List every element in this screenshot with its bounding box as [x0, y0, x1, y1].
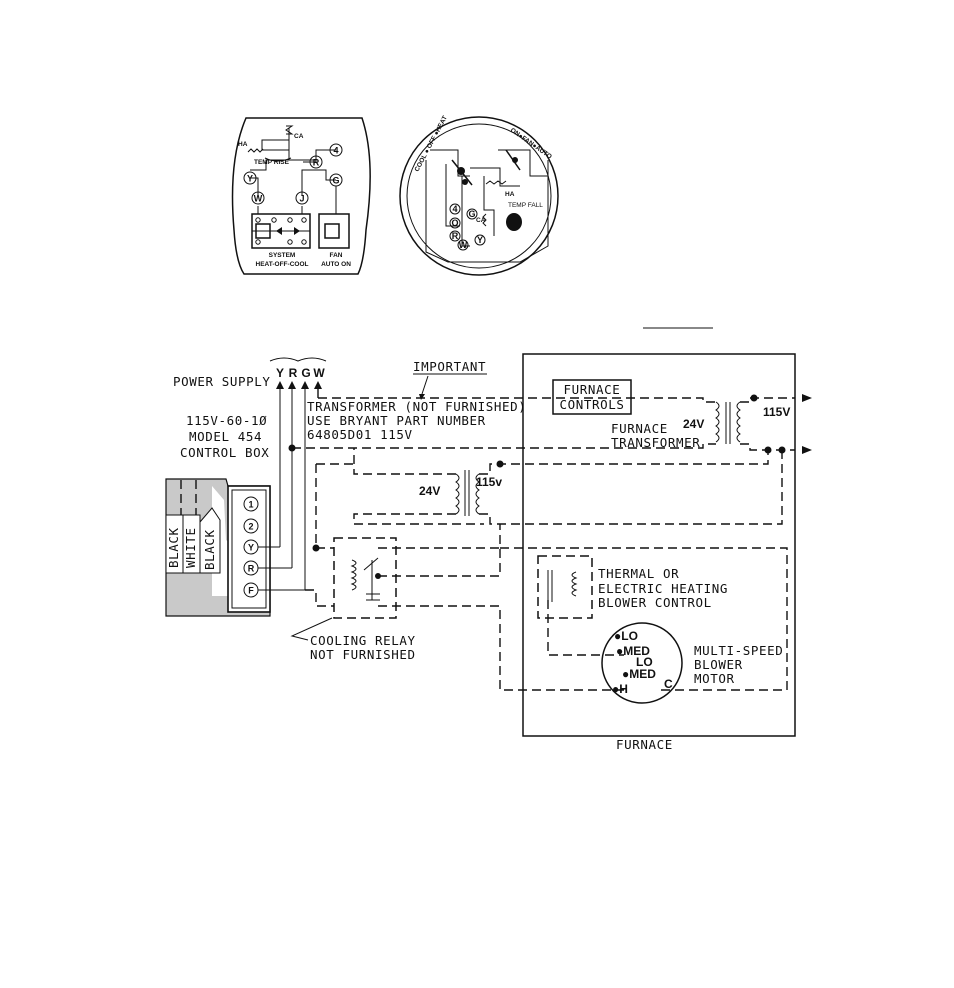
relay-transformer-24v: 24V [419, 484, 440, 498]
motor-speed-med-2: ●MED [622, 667, 656, 681]
wire-letters: Y R G W [276, 366, 325, 380]
thermostat-round: 4 O R G Y W COOL ● OFF ●HEAT ON●FAN●AUTO… [399, 115, 559, 276]
subbase-ha-label: HA [238, 141, 248, 148]
control-box-terminal-1: 1 [243, 496, 259, 512]
furnace-label: FURNACE [616, 737, 673, 752]
control-box-voltage: 115V-60-1Ø [186, 413, 267, 428]
motor-label-1: MULTI-SPEED [694, 643, 783, 658]
subbase-fan-modes: AUTO ON [321, 261, 351, 268]
wire-color-black-1: BLACK [166, 527, 181, 568]
cooling-relay-label-1: COOLING RELAY [310, 633, 416, 648]
cooling-relay-label-2: NOT FURNISHED [310, 647, 416, 662]
subbase-fan-label: FAN [330, 252, 343, 259]
control-box: BLACK WHITE BLACK 1 2 Y R F [165, 478, 271, 617]
motor-speed-med: ●MED [616, 644, 650, 658]
wire-bracket [269, 357, 327, 362]
transformer-note-2: USE BRYANT PART NUMBER [307, 413, 486, 428]
svg-text:J: J [299, 194, 304, 204]
svg-text:G: G [301, 366, 310, 380]
control-box-model: MODEL 454 [189, 429, 262, 444]
svg-text:G: G [332, 176, 339, 186]
svg-text:Y: Y [477, 235, 483, 245]
round-fan-arc-label: ON●FAN●AUTO [509, 127, 553, 161]
furnace-transformer-label-1: FURNACE [611, 421, 668, 436]
heating-control-label-1: THERMAL OR [598, 566, 679, 581]
subbase-terminal-g: G [329, 173, 343, 187]
thermostat-subbase: 4 R Y W J G HA CA TEMP RISE SYSTEM HEAT-… [231, 117, 371, 275]
subbase-terminal-r: R [309, 155, 323, 169]
round-ca-label: CA [476, 217, 486, 224]
transformer-note-1: TRANSFORMER (NOT FURNISHED) [307, 399, 526, 414]
svg-text:4: 4 [333, 146, 338, 156]
svg-text:W: W [459, 240, 468, 250]
heating-control-label-2: ELECTRIC HEATING [598, 581, 728, 596]
svg-text:F: F [248, 586, 254, 596]
round-terminal-w: W [457, 239, 469, 251]
svg-text:R: R [289, 366, 298, 380]
control-box-title: CONTROL BOX [180, 445, 269, 460]
important-label: IMPORTANT [413, 359, 486, 374]
subbase-temp-rise-label: TEMP RISE [254, 159, 290, 166]
round-terminal-o: O [449, 217, 461, 229]
motor-speed-lo: ●LO [614, 629, 638, 643]
subbase-terminal-4: 4 [329, 143, 343, 157]
thermostat-wires [258, 381, 322, 591]
furnace-transformer-label-2: TRANSFORMER [611, 435, 700, 450]
furnace-transformer-24v: 24V [683, 417, 704, 431]
wire-color-white: WHITE [183, 527, 198, 568]
svg-text:4: 4 [452, 204, 457, 214]
svg-text:R: R [452, 231, 459, 241]
field-wiring: 24V 115v [288, 394, 812, 691]
svg-text:O: O [451, 218, 458, 228]
round-ha-label: HA [505, 191, 515, 198]
motor-speed-lo-2: LO [636, 655, 653, 669]
round-terminal-r: R [449, 230, 461, 242]
svg-text:Y: Y [247, 174, 253, 184]
subbase-terminal-w: W [251, 191, 265, 205]
svg-text:W: W [313, 366, 325, 380]
svg-text:Y: Y [248, 543, 254, 553]
subbase-terminal-y: Y [243, 171, 257, 185]
svg-text:FURNACE: FURNACE [564, 382, 621, 397]
motor-speed-h: ●H [612, 682, 628, 696]
furnace-controls-box: FURNACE CONTROLS [552, 379, 632, 415]
subbase-terminal-j: J [295, 191, 309, 205]
svg-text:R: R [313, 158, 320, 168]
blower-motor: ●LO ●MED LO ●MED ●H C MULTI-SPEED BLOWER… [601, 622, 783, 704]
furnace-transformer: 24V 115V FURNACE TRANSFORMER [611, 401, 790, 450]
round-terminal-y: Y [474, 234, 486, 246]
svg-text:R: R [248, 564, 255, 574]
transformer-note-3: 64805D01 115V [307, 427, 413, 442]
svg-text:G: G [468, 209, 475, 219]
wire-color-black-2: BLACK [202, 529, 217, 570]
round-terminal-g: G [466, 208, 478, 220]
power-supply-label: POWER SUPPLY [173, 374, 271, 389]
motor-label-2: BLOWER [694, 657, 743, 672]
subbase-ca-label: CA [294, 133, 304, 140]
svg-text:CONTROLS: CONTROLS [559, 397, 624, 412]
furnace-transformer-115v: 115V [763, 405, 790, 419]
svg-text:Y: Y [276, 366, 284, 380]
svg-text:1: 1 [248, 500, 253, 510]
relay-transformer-115v: 115v [476, 475, 502, 489]
control-box-terminal-2: 2 [243, 518, 259, 534]
cooling-relay: COOLING RELAY NOT FURNISHED [290, 537, 416, 662]
heating-control-label-3: BLOWER CONTROL [598, 595, 712, 610]
subbase-system-label: SYSTEM [269, 252, 296, 259]
motor-common: C [664, 677, 673, 691]
round-terminal-4: 4 [449, 203, 461, 215]
furnace-enclosure [522, 353, 796, 737]
motor-label-3: MOTOR [694, 671, 735, 686]
subbase-system-modes: HEAT-OFF-COOL [256, 261, 309, 268]
svg-text:2: 2 [248, 522, 253, 532]
round-temp-fall-label: TEMP FALL [508, 202, 543, 209]
svg-text:W: W [254, 194, 263, 204]
heating-blower-control: THERMAL OR ELECTRIC HEATING BLOWER CONTR… [537, 555, 728, 619]
